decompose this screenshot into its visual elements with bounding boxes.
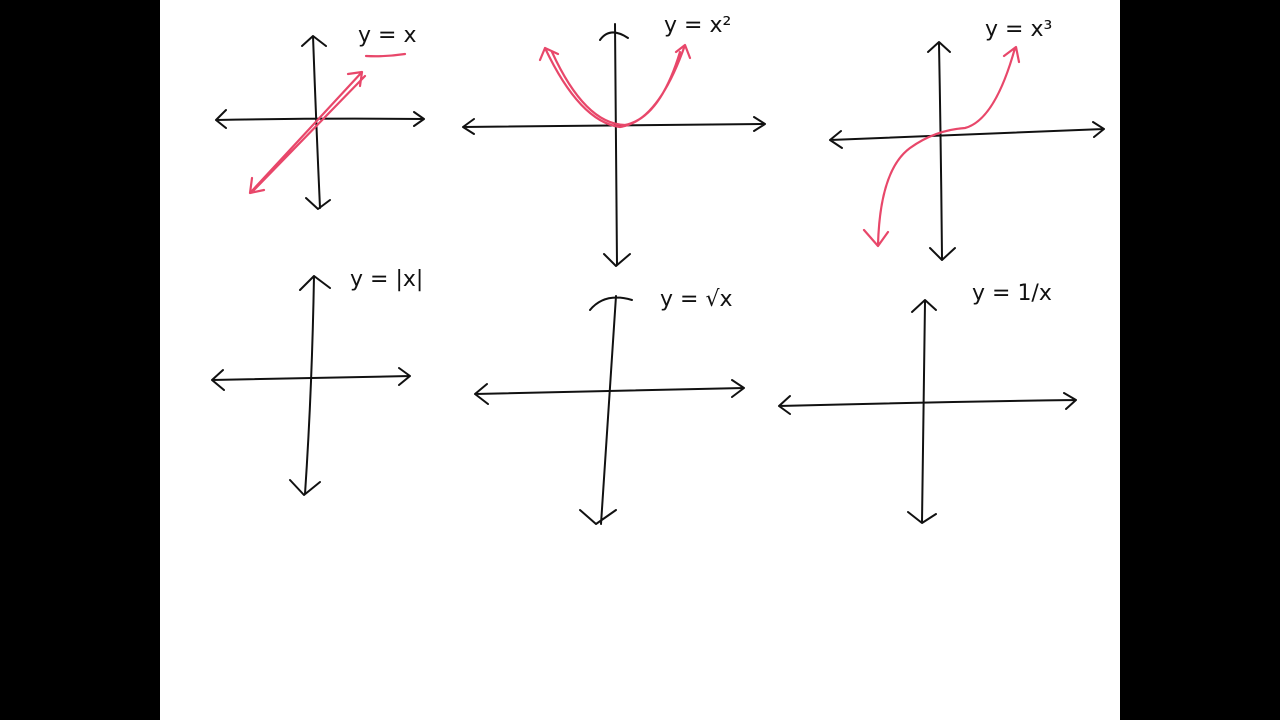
y-axis	[599, 23, 631, 267]
y-axis	[289, 275, 331, 496]
cubic-curve	[862, 45, 1021, 248]
x-axis	[778, 392, 1077, 415]
graph-cubic: y = x³	[829, 17, 1105, 261]
graph-linear: y = x	[215, 23, 425, 210]
line-curve	[248, 70, 367, 195]
graph-label: y = x³	[985, 17, 1052, 42]
graph-label: y = x	[358, 23, 416, 48]
graph-quadratic: y = x²	[462, 13, 766, 267]
graph-label: y = √x	[660, 287, 732, 312]
x-axis	[829, 121, 1105, 149]
graph-label: y = |x|	[350, 267, 423, 292]
graph-absolute-value: y = |x|	[211, 267, 423, 496]
graph-label: y = x²	[664, 13, 731, 38]
graph-reciprocal: y = 1/x	[778, 281, 1077, 524]
graph-square-root: y = √x	[474, 287, 745, 525]
graph-label: y = 1/x	[972, 281, 1052, 306]
y-axis	[579, 295, 633, 525]
label-underline	[364, 52, 407, 58]
x-axis	[215, 109, 425, 129]
y-axis	[907, 299, 937, 524]
y-axis	[927, 41, 956, 261]
parabola-curve	[538, 43, 692, 129]
